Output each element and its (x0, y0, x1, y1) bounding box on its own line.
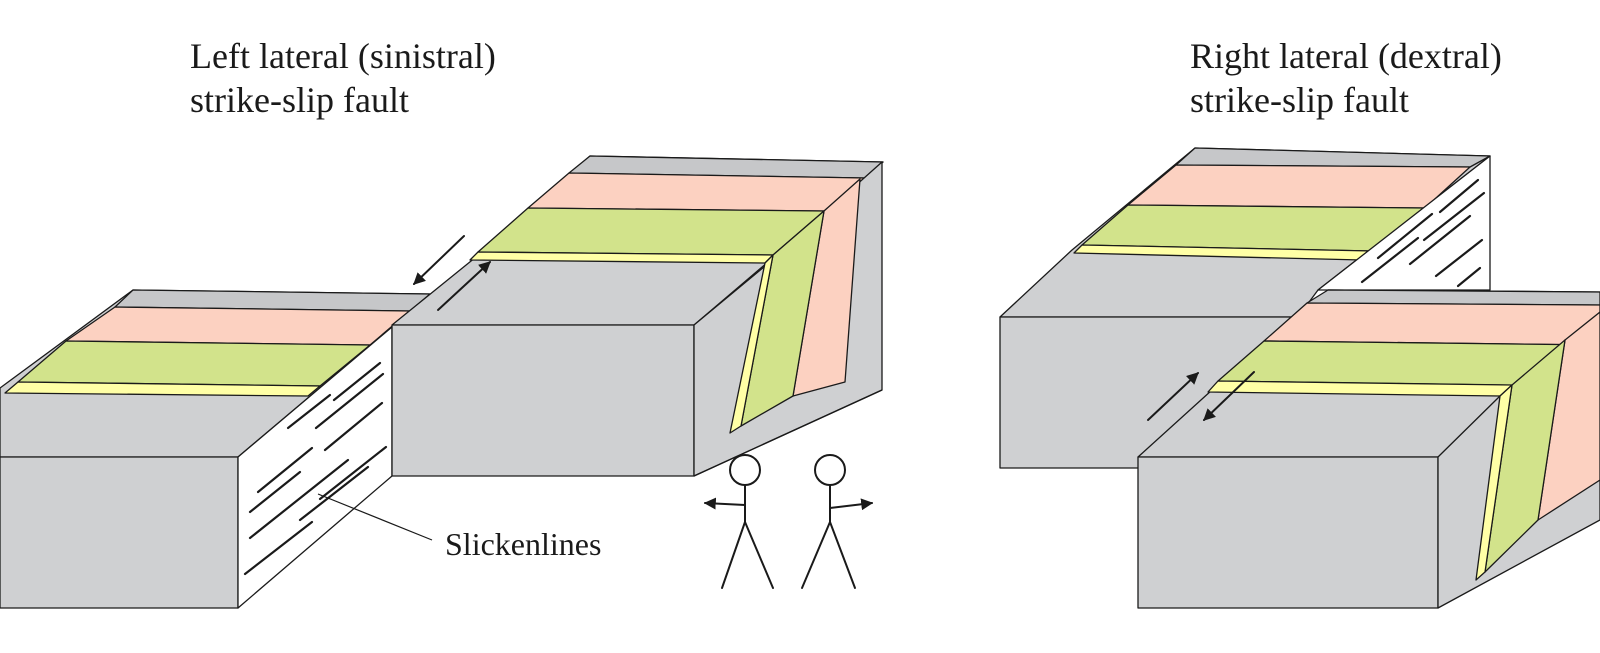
block-a-green-layer (17, 340, 371, 387)
left-fault-block-a (0, 289, 431, 609)
slickenline (243, 520, 314, 576)
slickenline (1456, 266, 1482, 288)
block-a-salmon-layer (65, 306, 411, 346)
slickenline (318, 445, 388, 501)
slip-arrow-icon (1203, 371, 1255, 421)
right-title-line1: Right lateral (dextral) (1190, 36, 1502, 76)
block-b-salmon-layer (527, 172, 866, 212)
block-c-green-layer (1081, 204, 1426, 252)
left-title-line2: strike-slip fault (190, 80, 409, 120)
block-a-front-face (0, 456, 239, 609)
person-figure-icon (703, 454, 774, 589)
slickenline (1408, 214, 1472, 266)
slickenline (298, 465, 370, 522)
block-d-top-rim (1306, 289, 1600, 306)
slickenline (1434, 238, 1484, 278)
right-title-line2: strike-slip fault (1190, 80, 1409, 120)
person-figure-icon (801, 454, 874, 589)
slickenline (286, 393, 332, 430)
slickenline (1376, 212, 1434, 260)
slickenline (332, 361, 382, 402)
slickenline (323, 401, 384, 452)
block-b-front-face (391, 324, 695, 477)
slickenline (248, 458, 350, 540)
block-d-side-yellow (1475, 384, 1513, 581)
left-title-line1: Left lateral (sinistral) (190, 36, 496, 76)
right-lateral-diagram: Right lateral (dextral) strike-slip faul… (999, 36, 1600, 609)
slickenlines-label: Slickenlines (445, 526, 601, 562)
block-b-side-yellow (729, 254, 774, 434)
block-d-front-face (1137, 456, 1439, 609)
slip-arrow-icon (413, 235, 465, 285)
slickenline (1360, 236, 1420, 284)
left-lateral-diagram: Left lateral (sinistral) strike-slip fau… (0, 36, 884, 609)
right-fault-block-b (1137, 289, 1600, 609)
slickenline (256, 446, 314, 494)
slickenline (1422, 191, 1486, 242)
block-b-green-layer (477, 207, 825, 256)
slickenlines-group (1360, 178, 1486, 288)
slickenlines-group (243, 361, 388, 576)
block-c-top-rim (1175, 147, 1491, 168)
block-c-salmon-layer (1127, 164, 1471, 209)
slip-arrow-icon (437, 261, 491, 311)
slickenlines-leader-line (317, 493, 433, 541)
slickenline (248, 470, 302, 514)
slip-arrow-icon (1147, 372, 1199, 421)
slickenline (1438, 178, 1480, 214)
block-a-yellow-layer (4, 381, 321, 397)
slickenline (314, 372, 385, 430)
left-fault-block-b (391, 155, 884, 477)
block-d-salmon-layer (1263, 302, 1600, 346)
block-b-bottom-edge (693, 389, 883, 477)
